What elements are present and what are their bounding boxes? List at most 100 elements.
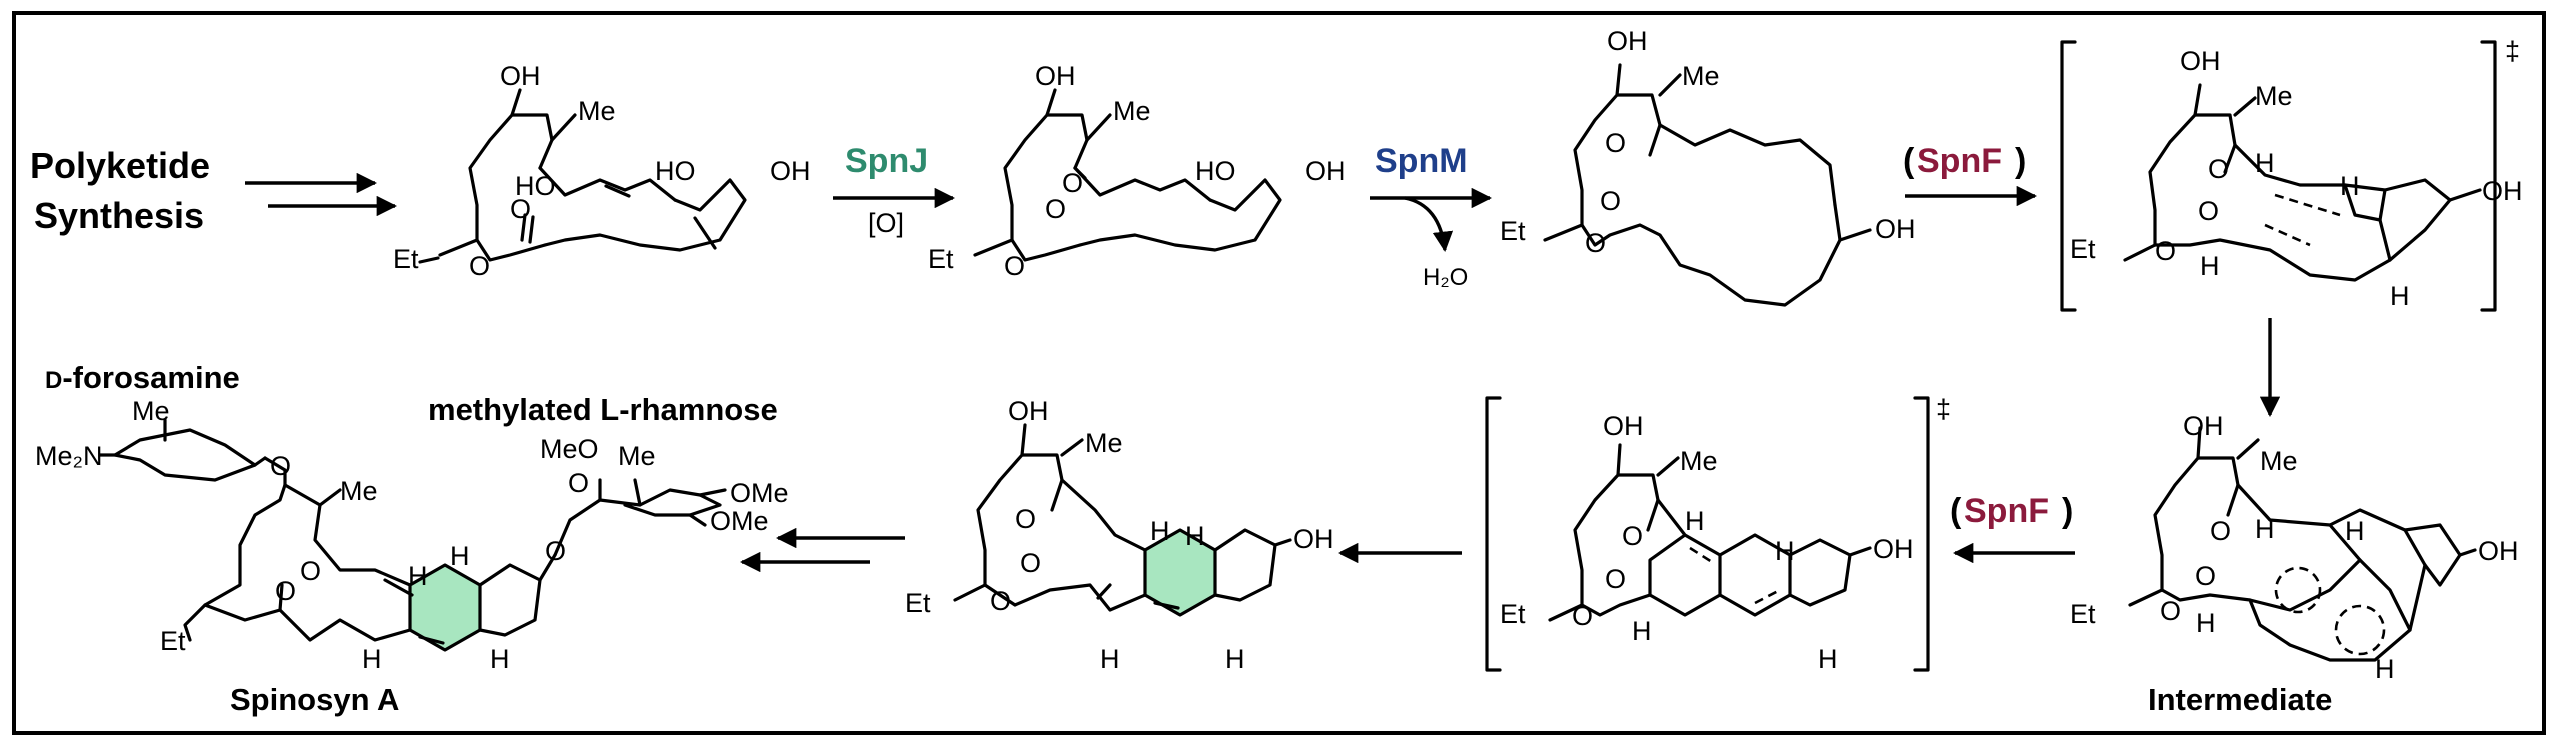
- svg-text:H: H: [1818, 644, 1838, 674]
- svg-text:OH: OH: [2183, 411, 2224, 441]
- svg-text:OMe: OMe: [730, 478, 789, 508]
- spnf-paren-close-1: ): [2015, 142, 2026, 180]
- spnf-paren-close-2: ): [2062, 492, 2073, 530]
- svg-text:H: H: [362, 644, 382, 674]
- svg-text:Et: Et: [905, 588, 931, 618]
- water-loss-curve: [1404, 196, 1454, 253]
- svg-text:H: H: [490, 644, 510, 674]
- svg-text:Et: Et: [1500, 599, 1526, 629]
- svg-text:O: O: [1605, 564, 1626, 594]
- svg-text:O: O: [300, 556, 321, 586]
- svg-text:H: H: [2255, 148, 2275, 178]
- polyketide-label-line2: Synthesis: [34, 195, 204, 236]
- svg-text:O: O: [1622, 521, 1643, 551]
- transition-state-1: ‡ OH Me O H H O O H H OH Et: [2060, 36, 2523, 312]
- svg-text:O: O: [2210, 516, 2231, 546]
- molecule-polyene: OH Me O OH O O Et: [1500, 26, 1916, 307]
- svg-text:O: O: [1015, 504, 1036, 534]
- svg-text:H: H: [1185, 521, 1205, 551]
- svg-text:Et: Et: [393, 244, 419, 274]
- svg-text:O: O: [1600, 186, 1621, 216]
- enzyme-spnf-label-2: SpnF: [1964, 492, 2049, 530]
- svg-text:Me₂N: Me₂N: [35, 441, 103, 471]
- svg-text:OH: OH: [2180, 46, 2221, 76]
- molecule-spinosyn-a: MeO Me O OMe OMe O O Me Me₂N Me O O H H …: [35, 396, 789, 674]
- svg-text:O: O: [1585, 228, 1606, 258]
- water-label: H₂O: [1423, 264, 1468, 291]
- svg-text:H: H: [2200, 251, 2220, 281]
- svg-text:Me: Me: [340, 476, 378, 506]
- spinosyn-label: Spinosyn A: [230, 682, 399, 717]
- molecule-aglycone: OH Me O H H O O H H OH Et: [905, 396, 1334, 674]
- svg-text:‡: ‡: [1936, 394, 1951, 424]
- svg-text:O: O: [1572, 601, 1593, 631]
- svg-text:H: H: [1685, 506, 1705, 536]
- scheme-frame: [12, 11, 2546, 735]
- svg-text:H: H: [1775, 536, 1795, 566]
- svg-text:OH: OH: [1035, 61, 1076, 91]
- svg-text:Et: Et: [1500, 216, 1526, 246]
- svg-text:H: H: [1632, 616, 1652, 646]
- svg-text:H: H: [2390, 281, 2410, 311]
- svg-text:O: O: [1045, 194, 1066, 224]
- forosamine-label: D-forosamine: [45, 360, 240, 395]
- svg-text:OH: OH: [1293, 524, 1334, 554]
- oxidation-label: [O]: [868, 208, 904, 238]
- svg-text:O: O: [1062, 168, 1083, 198]
- svg-text:HO: HO: [1195, 156, 1236, 186]
- svg-text:Et: Et: [2070, 234, 2096, 264]
- svg-text:H: H: [2196, 608, 2216, 638]
- svg-text:H: H: [2375, 654, 2395, 684]
- svg-text:OH: OH: [1603, 411, 1644, 441]
- svg-text:O: O: [2195, 561, 2216, 591]
- spnf-paren-open-1: (: [1903, 142, 1915, 180]
- polyketide-label-line1: Polyketide: [30, 145, 210, 186]
- enzyme-spnf-label-1: SpnF: [1917, 142, 2002, 180]
- svg-text:OH: OH: [1607, 26, 1648, 56]
- svg-text:O: O: [1004, 251, 1025, 281]
- cyclohexene-fill-aglycone: [1145, 530, 1215, 615]
- svg-text:H: H: [1225, 644, 1245, 674]
- svg-text:Me: Me: [1113, 96, 1151, 126]
- svg-text:H: H: [2345, 516, 2365, 546]
- svg-text:Et: Et: [160, 626, 186, 656]
- svg-text:O: O: [990, 586, 1011, 616]
- svg-text:HO: HO: [515, 171, 556, 201]
- svg-text:O: O: [2208, 154, 2229, 184]
- svg-text:O: O: [510, 194, 531, 224]
- rhamnose-label: methylated L-rhamnose: [428, 392, 778, 427]
- transition-state-2: ‡ OH Me O H H O O H H OH Et: [1485, 394, 1951, 674]
- svg-text:OMe: OMe: [710, 506, 769, 536]
- svg-text:O: O: [270, 451, 291, 481]
- svg-text:Me: Me: [2260, 446, 2298, 476]
- molecule-macrolactone-1: OH Me HO HO OH O O Et: [393, 61, 811, 281]
- svg-text:O: O: [1605, 128, 1626, 158]
- svg-text:Me: Me: [1085, 428, 1123, 458]
- svg-text:OH: OH: [2482, 176, 2523, 206]
- svg-text:H: H: [2255, 514, 2275, 544]
- svg-text:O: O: [545, 536, 566, 566]
- molecule-macrolactone-2: OH Me O HO OH O O Et: [928, 61, 1346, 281]
- svg-text:OH: OH: [500, 61, 541, 91]
- svg-text:Me: Me: [2255, 81, 2293, 111]
- intermediate-label: Intermediate: [2148, 682, 2332, 717]
- svg-text:Me: Me: [132, 396, 170, 426]
- svg-text:HO: HO: [655, 156, 696, 186]
- svg-text:‡: ‡: [2505, 36, 2520, 66]
- svg-text:H: H: [1100, 644, 1120, 674]
- svg-text:H: H: [408, 561, 428, 591]
- svg-text:O: O: [568, 468, 589, 498]
- svg-text:OH: OH: [770, 156, 811, 186]
- molecule-intermediate: OH Me O H H O O H H OH Et: [2070, 411, 2519, 684]
- svg-text:H: H: [2340, 171, 2360, 201]
- svg-text:OH: OH: [2478, 536, 2519, 566]
- svg-text:O: O: [2160, 596, 2181, 626]
- enzyme-spnj-label: SpnJ: [845, 142, 928, 180]
- svg-text:O: O: [469, 251, 490, 281]
- spnf-paren-open-2: (: [1950, 492, 1962, 530]
- svg-text:O: O: [2155, 236, 2176, 266]
- svg-text:O: O: [275, 576, 296, 606]
- svg-text:H: H: [450, 541, 470, 571]
- svg-text:Me: Me: [1682, 61, 1720, 91]
- svg-text:OH: OH: [1008, 396, 1049, 426]
